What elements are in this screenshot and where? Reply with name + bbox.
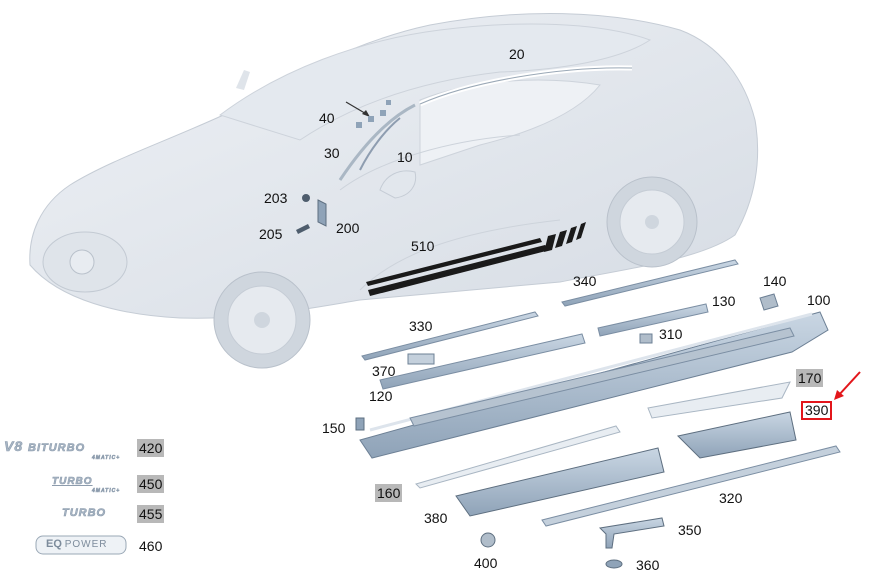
callout-390: 390 xyxy=(801,401,833,420)
part-140-clip xyxy=(759,293,779,311)
part-160-strip xyxy=(415,425,621,489)
callout-20: 20 xyxy=(509,46,525,62)
callout-340: 340 xyxy=(573,273,597,289)
callout-130: 130 xyxy=(712,293,736,309)
side-stripe-decal xyxy=(366,222,586,296)
callout-320: 320 xyxy=(719,490,743,506)
emblem-turbo-text: TURBO xyxy=(52,476,93,488)
part-310-clip xyxy=(639,333,653,344)
part-390-bracket xyxy=(676,411,797,459)
highlight-arrow xyxy=(837,371,861,397)
part-400-plug xyxy=(480,532,496,548)
part-340-strip xyxy=(561,259,739,307)
pillar-trim xyxy=(338,103,416,181)
emblem-eq-text: EQ xyxy=(46,538,62,550)
part-200 xyxy=(317,199,327,227)
rear-wheel xyxy=(606,176,698,268)
callout-420: 420 xyxy=(137,439,165,457)
eq-power-badge-shape xyxy=(35,535,127,555)
part-205 xyxy=(296,224,310,234)
part-170-panel xyxy=(647,381,791,419)
part-120-strip xyxy=(409,327,795,427)
emblem-biturbo-text: BITURBO xyxy=(28,442,86,455)
callout-205: 205 xyxy=(259,226,283,242)
v8-biturbo-emblem: V8 BITURBO xyxy=(4,438,86,455)
callout-360: 360 xyxy=(636,557,660,573)
callout-100: 100 xyxy=(807,292,831,308)
callout-10: 10 xyxy=(397,149,413,165)
part-320-strip xyxy=(541,445,841,527)
part-130-strip xyxy=(597,303,709,337)
emblem-amatic-text: 4MATIC+ xyxy=(92,455,121,462)
callout-160: 160 xyxy=(375,484,403,502)
callout-200: 200 xyxy=(336,220,360,236)
callout-203: 203 xyxy=(264,190,288,206)
part-150-clip xyxy=(355,417,365,431)
part-360-washer xyxy=(605,559,623,569)
emblem-turbo-text: TURBO xyxy=(62,507,107,520)
callout-370: 370 xyxy=(372,363,396,379)
callout-455: 455 xyxy=(137,505,165,523)
emblem-v8-text: V8 xyxy=(4,438,24,455)
callout-310: 310 xyxy=(659,326,683,342)
turbo-amatic-emblem: TURBO xyxy=(52,476,93,488)
callout-460: 460 xyxy=(139,538,163,554)
eq-power-emblem: EQ POWER xyxy=(46,538,107,550)
callout-330: 330 xyxy=(409,318,433,334)
emblem-amatic-text: 4MATIC+ xyxy=(92,488,121,495)
callout-30: 30 xyxy=(324,145,340,161)
amatic-plus-emblem-1: 4MATIC+ xyxy=(92,455,121,462)
callout-350: 350 xyxy=(678,522,702,538)
car-body xyxy=(29,13,759,319)
callout-510: 510 xyxy=(411,238,435,254)
callout-400: 400 xyxy=(474,555,498,571)
turbo-emblem: TURBO xyxy=(62,507,107,520)
emblem-power-text: POWER xyxy=(64,539,108,550)
front-wheel xyxy=(213,271,311,369)
part-380-bracket xyxy=(455,447,665,517)
clip-parts xyxy=(356,100,391,128)
part-330-strip xyxy=(361,311,539,361)
part-370-strip xyxy=(379,333,586,390)
part-203 xyxy=(302,194,310,202)
amatic-plus-emblem-2: 4MATIC+ xyxy=(92,488,121,495)
callout-170: 170 xyxy=(796,369,824,387)
part-350-bracket xyxy=(598,517,665,549)
callout-40: 40 xyxy=(319,110,335,126)
callout-380: 380 xyxy=(424,510,448,526)
callout-150: 150 xyxy=(322,420,346,436)
callout-120: 120 xyxy=(369,388,393,404)
callout-450: 450 xyxy=(137,475,165,493)
callout-140: 140 xyxy=(763,273,787,289)
